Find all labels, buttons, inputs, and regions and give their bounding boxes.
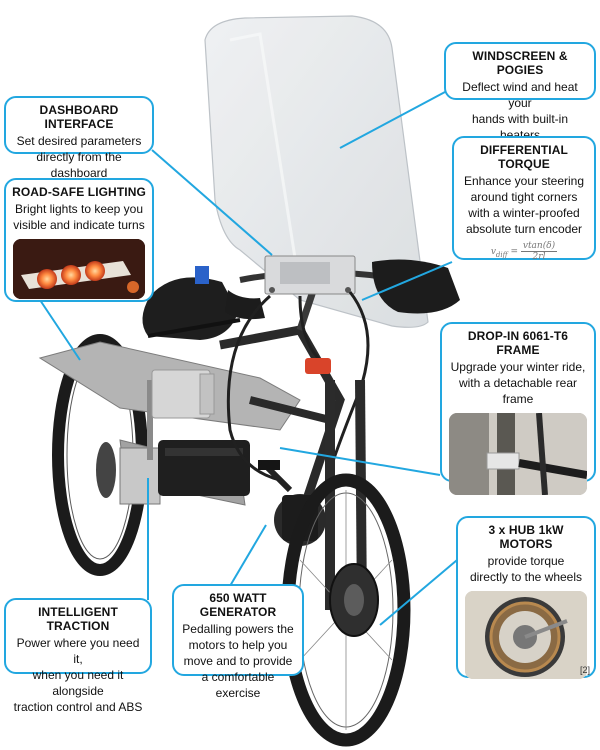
callout-body: Pedalling powers the motors to help you … (182, 622, 294, 700)
pogie-right (372, 259, 460, 314)
differential-formula: vdiff = vtan(δ) 2rl (490, 241, 558, 262)
callout-title: ROAD-SAFE LIGHTING (12, 185, 146, 199)
callout-650-watt-generator: 650 WATT GENERATOR Pedalling powers the … (172, 584, 304, 700)
callout-body: Upgrade your winter ride, with a detacha… (450, 360, 586, 406)
callout-title: 3 x HUB 1kW MOTORS (488, 523, 564, 551)
callout-road-safe-lighting: ROAD-SAFE LIGHTING Bright lights to keep… (4, 178, 154, 302)
pogie-left (225, 290, 265, 320)
callout-title: DASHBOARD INTERFACE (39, 103, 119, 131)
turn-encoder (305, 358, 331, 374)
callout-body: provide torque directly to the wheels (469, 554, 583, 584)
callout-intelligent-traction: INTELLIGENT TRACTION Power where you nee… (4, 598, 152, 714)
callout-title: DIFFERENTIAL TORQUE (480, 143, 568, 171)
callout-body: Deflect wind and heat your hands with bu… (462, 80, 578, 142)
callout-differential-torque: DIFFERENTIAL TORQUE Enhance your steerin… (452, 136, 596, 262)
callout-title: 650 WATT GENERATOR (199, 591, 277, 619)
callout-drop-in-frame: DROP-IN 6061-T6 FRAME Upgrade your winte… (440, 322, 596, 495)
callout-body: Enhance your steering around tight corne… (463, 174, 585, 236)
frame-detail-photo (449, 413, 587, 495)
led-strip-photo (13, 239, 145, 299)
callout-hub-motors: 3 x HUB 1kW MOTORS provide torque direct… (456, 516, 596, 679)
front-wheel (281, 473, 411, 747)
callout-dashboard-interface: DASHBOARD INTERFACE Set desired paramete… (4, 96, 154, 180)
reference-marker: [2] (580, 665, 591, 675)
hub-motor-photo (465, 591, 587, 679)
windscreen (204, 15, 429, 328)
callout-body: Power where you need it, when you need i… (13, 636, 143, 714)
callout-leader-lines (39, 91, 464, 626)
callout-title: DROP-IN 6061-T6 FRAME (467, 329, 569, 357)
callout-title: WINDSCREEN & POGIES (472, 49, 568, 77)
callout-body: Set desired parameters directly from the… (16, 134, 142, 180)
callout-body: Bright lights to keep you visible and in… (13, 202, 145, 232)
callout-windscreen-pogies: WINDSCREEN & POGIES Deflect wind and hea… (444, 42, 596, 142)
callout-title: INTELLIGENT TRACTION (38, 605, 118, 633)
